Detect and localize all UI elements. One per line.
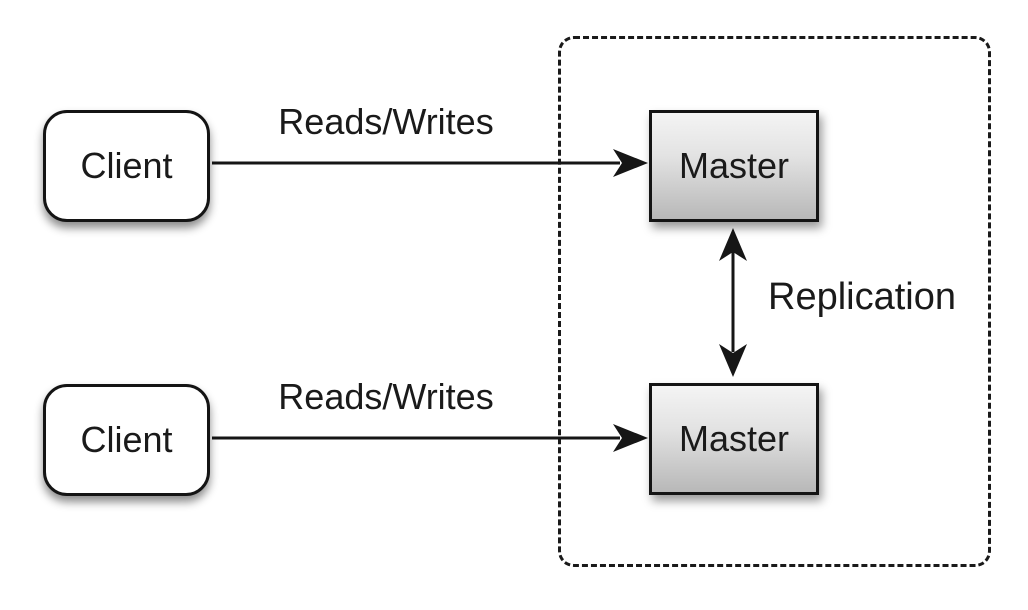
client-node-top: Client [43,110,210,222]
reads-writes-label-bottom: Reads/Writes [278,376,494,417]
reads-writes-label-top: Reads/Writes [278,101,494,142]
client-node-bottom: Client [43,384,210,496]
replication-group-boundary [558,36,991,567]
master-node-top-label: Master [678,145,790,186]
master-node-top: Master [649,110,819,222]
master-node-bottom-label: Master [678,418,790,459]
client-node-bottom-label: Client [80,419,173,460]
replication-label: Replication [768,276,956,318]
master-node-bottom: Master [649,383,819,495]
client-node-top-label: Client [80,145,173,186]
